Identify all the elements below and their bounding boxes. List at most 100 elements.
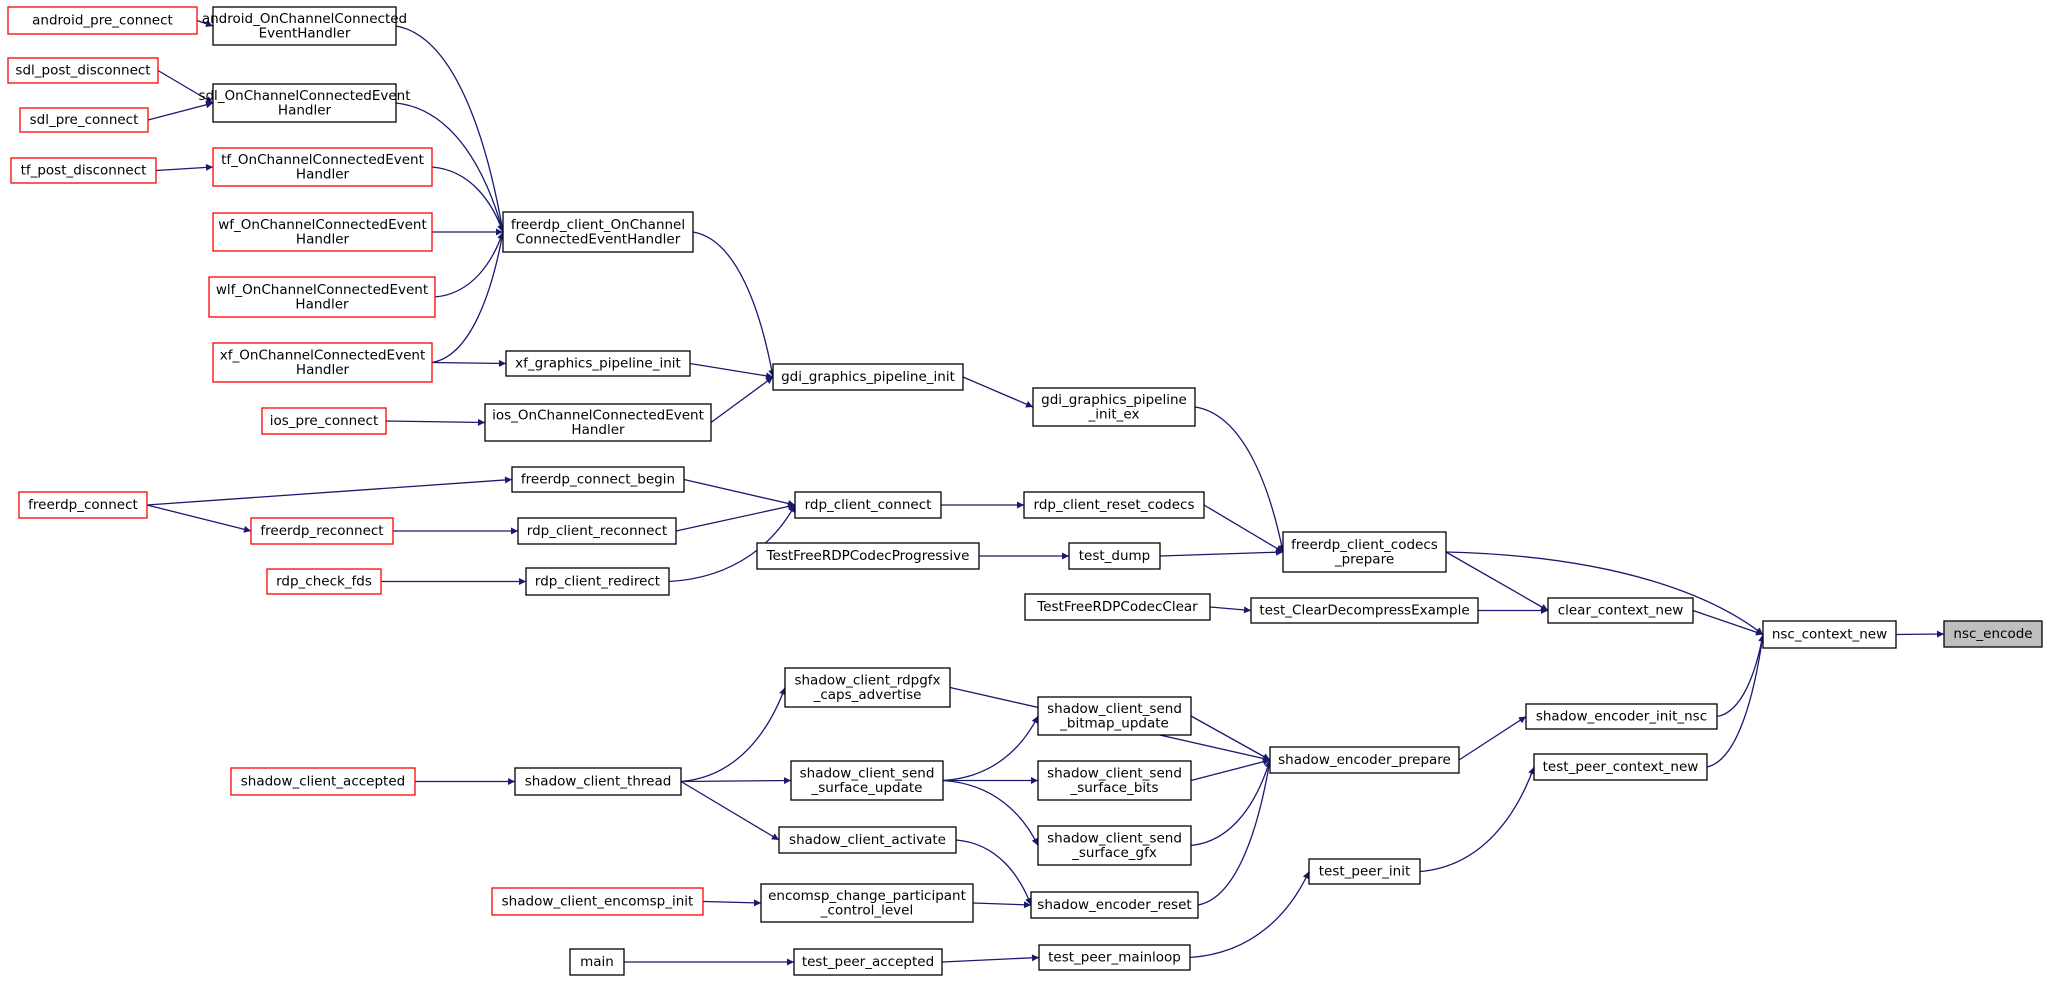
node-clear_context_new[interactable]: clear_context_new (1547, 597, 1694, 624)
node-shadow_client_send_surface_bits[interactable]: shadow_client_send_surface_bits (1037, 760, 1192, 801)
node-box[interactable] (491, 887, 704, 916)
node-box[interactable] (517, 517, 677, 545)
node-box[interactable] (1308, 858, 1421, 885)
node-xf_graphics_pipeline_init[interactable]: xf_graphics_pipeline_init (505, 350, 691, 377)
node-gdi_graphics_pipeline_init[interactable]: gdi_graphics_pipeline_init (772, 363, 964, 391)
node-box[interactable] (7, 6, 198, 35)
node-box[interactable] (794, 491, 942, 519)
node-box[interactable] (505, 350, 691, 377)
node-TestFreeRDPCodecClear[interactable]: TestFreeRDPCodecClear (1024, 593, 1211, 621)
node-test_ClearDecompressExample[interactable]: test_ClearDecompressExample (1250, 597, 1479, 624)
node-box[interactable] (1762, 620, 1897, 649)
node-test_dump[interactable]: test_dump (1068, 542, 1161, 570)
node-box[interactable] (511, 466, 685, 493)
node-shadow_encoder_reset[interactable]: shadow_encoder_reset (1030, 891, 1199, 919)
node-box[interactable] (1068, 542, 1161, 570)
node-shadow_client_send_bitmap_update[interactable]: shadow_client_send_bitmap_update (1037, 696, 1192, 736)
node-rdp_client_reconnect[interactable]: rdp_client_reconnect (517, 517, 677, 545)
node-box[interactable] (1023, 491, 1205, 519)
node-box[interactable] (212, 212, 433, 252)
node-freerdp_client_codecs_prepare[interactable]: freerdp_client_codecs_prepare (1282, 531, 1447, 573)
node-shadow_client_send_surface_update[interactable]: shadow_client_send_surface_update (790, 760, 944, 801)
node-TestFreeRDPCodecProgressive[interactable]: TestFreeRDPCodecProgressive (756, 542, 980, 570)
node-rdp_check_fds[interactable]: rdp_check_fds (266, 568, 382, 595)
node-shadow_client_thread[interactable]: shadow_client_thread (514, 767, 682, 796)
node-nsc_context_new[interactable]: nsc_context_new (1762, 620, 1897, 649)
node-main[interactable]: main (569, 948, 625, 976)
node-box[interactable] (514, 767, 682, 796)
node-box[interactable] (19, 107, 149, 133)
node-box[interactable] (772, 363, 964, 391)
node-box[interactable] (266, 568, 382, 595)
node-box[interactable] (793, 948, 943, 976)
node-box[interactable] (1269, 746, 1460, 774)
node-sdl_pre_connect[interactable]: sdl_pre_connect (19, 107, 149, 133)
node-freerdp_connect_begin[interactable]: freerdp_connect_begin (511, 466, 685, 493)
node-android_pre_connect[interactable]: android_pre_connect (7, 6, 198, 35)
node-test_peer_accepted[interactable]: test_peer_accepted (793, 948, 943, 976)
node-shadow_client_send_surface_gfx[interactable]: shadow_client_send_surface_gfx (1037, 825, 1192, 866)
node-box[interactable] (1547, 597, 1694, 624)
node-box[interactable] (1943, 620, 2043, 648)
node-box[interactable] (1030, 891, 1199, 919)
node-box[interactable] (1037, 825, 1192, 866)
node-box[interactable] (212, 83, 397, 123)
node-rdp_client_redirect[interactable]: rdp_client_redirect (525, 567, 670, 596)
node-box[interactable] (1032, 387, 1196, 427)
node-test_peer_context_new[interactable]: test_peer_context_new (1533, 753, 1708, 781)
node-box[interactable] (212, 342, 433, 383)
node-test_peer_init[interactable]: test_peer_init (1308, 858, 1421, 885)
node-box[interactable] (212, 6, 397, 46)
node-rdp_client_connect[interactable]: rdp_client_connect (794, 491, 942, 519)
node-shadow_client_rdpgfx_caps_advertise[interactable]: shadow_client_rdpgfx_caps_advertise (784, 667, 951, 708)
node-shadow_client_encomsp_init[interactable]: shadow_client_encomsp_init (491, 887, 704, 916)
node-test_peer_mainloop[interactable]: test_peer_mainloop (1038, 944, 1191, 971)
node-box[interactable] (261, 407, 387, 435)
node-box[interactable] (1250, 597, 1479, 624)
node-box[interactable] (760, 883, 974, 923)
node-shadow_client_accepted[interactable]: shadow_client_accepted (230, 767, 416, 796)
node-shadow_client_activate[interactable]: shadow_client_activate (778, 826, 957, 854)
node-box[interactable] (208, 276, 436, 318)
node-box[interactable] (230, 767, 416, 796)
node-box[interactable] (778, 826, 957, 854)
node-nsc_encode[interactable]: nsc_encode (1943, 620, 2043, 648)
node-shadow_encoder_init_nsc[interactable]: shadow_encoder_init_nsc (1525, 703, 1718, 730)
node-box[interactable] (1038, 944, 1191, 971)
node-box[interactable] (1037, 760, 1192, 801)
node-box[interactable] (756, 542, 980, 570)
node-freerdp_reconnect[interactable]: freerdp_reconnect (250, 517, 394, 545)
node-box[interactable] (10, 157, 157, 184)
node-box[interactable] (569, 948, 625, 976)
node-box[interactable] (1533, 753, 1708, 781)
node-tf_post_disconnect[interactable]: tf_post_disconnect (10, 157, 157, 184)
node-box[interactable] (1037, 696, 1192, 736)
node-freerdp_connect[interactable]: freerdp_connect (18, 491, 148, 519)
node-box[interactable] (1525, 703, 1718, 730)
node-shadow_encoder_prepare[interactable]: shadow_encoder_prepare (1269, 746, 1460, 774)
node-rdp_client_reset_codecs[interactable]: rdp_client_reset_codecs (1023, 491, 1205, 519)
node-sdl_post_disconnect[interactable]: sdl_post_disconnect (7, 57, 159, 84)
node-box[interactable] (790, 760, 944, 801)
node-box[interactable] (525, 567, 670, 596)
node-box[interactable] (18, 491, 148, 519)
node-box[interactable] (7, 57, 159, 84)
node-box[interactable] (1024, 593, 1211, 621)
node-box[interactable] (484, 403, 712, 442)
node-box[interactable] (212, 147, 433, 187)
node-gdi_graphics_pipeline_init_ex[interactable]: gdi_graphics_pipeline_init_ex (1032, 387, 1196, 427)
node-box[interactable] (1282, 531, 1447, 573)
node-ios_pre_connect[interactable]: ios_pre_connect (261, 407, 387, 435)
node-freerdp_client_OnChannelConnectedEventHandler[interactable]: freerdp_client_OnChannelConnectedEventHa… (502, 211, 694, 253)
node-encomsp_change_participant_control_level[interactable]: encomsp_change_participant_control_level (760, 883, 974, 923)
node-box[interactable] (250, 517, 394, 545)
node-box[interactable] (784, 667, 951, 708)
node-box[interactable] (502, 211, 694, 253)
